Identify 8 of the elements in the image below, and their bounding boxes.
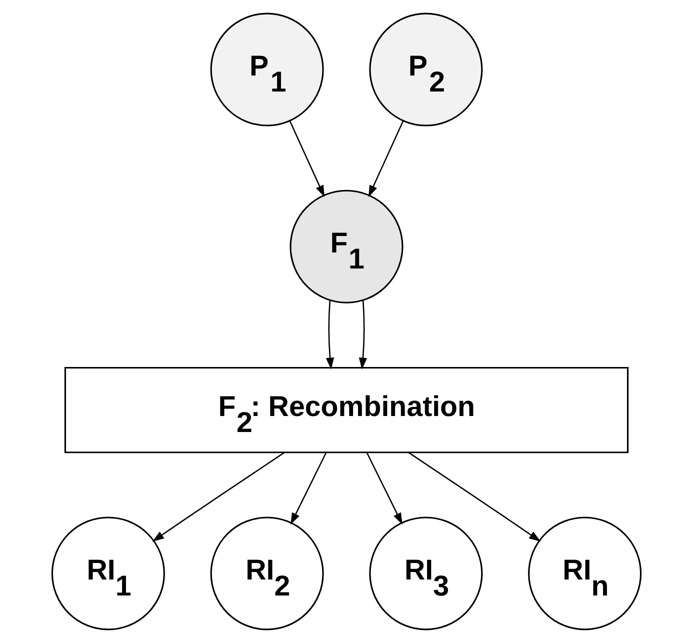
arrow [290,452,326,525]
arrow [368,120,404,198]
arrow [408,452,540,542]
arrow [358,300,367,370]
arrow [152,452,284,542]
arrow [325,300,334,370]
arrow [288,120,324,198]
arrow [366,452,402,525]
